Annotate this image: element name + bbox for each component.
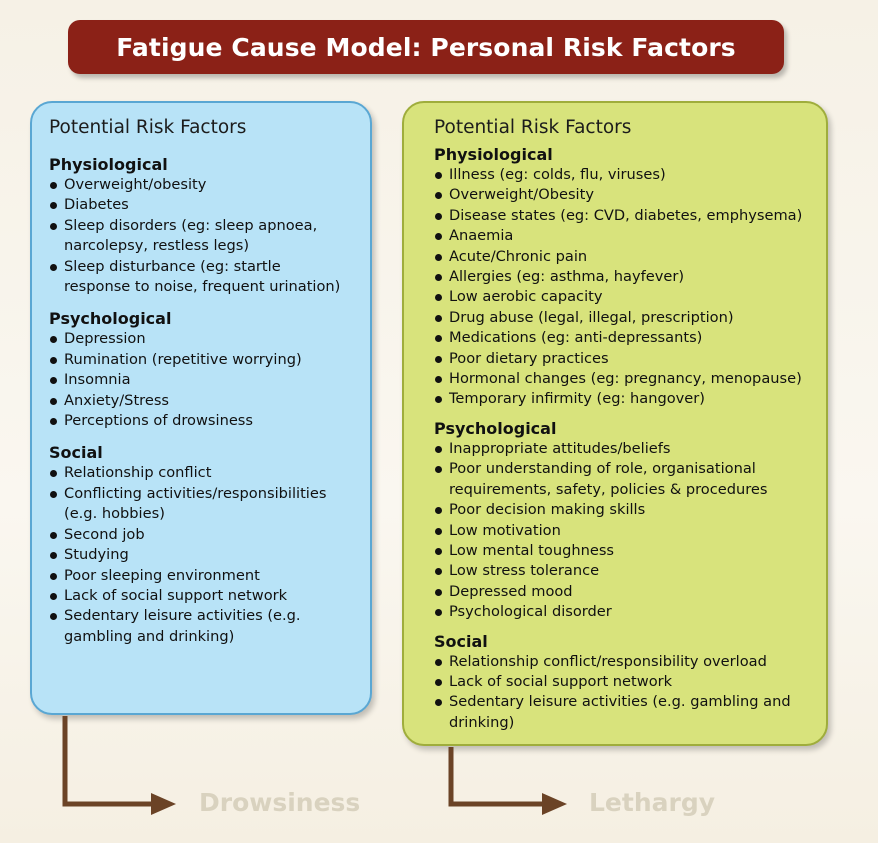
list-item: Sleep disorders (eg: sleep apnoea,narcol… [49, 216, 370, 257]
list-item: Depression [49, 329, 370, 349]
list-item: Low mental toughness [434, 541, 826, 561]
right-social-list: Relationship conflict/responsibility ove… [434, 652, 826, 734]
left-section-heading-social: Social [49, 443, 103, 463]
left-panel-heading: Potential Risk Factors [49, 117, 247, 138]
left-psychological-list: Depression Rumination (repetitive worryi… [49, 329, 370, 431]
list-item: Sedentary leisure activities (e.g.gambli… [49, 606, 370, 647]
right-physiological-list: Illness (eg: colds, flu, viruses) Overwe… [434, 165, 826, 410]
list-item: Low stress tolerance [434, 561, 826, 581]
title-banner: Fatigue Cause Model: Personal Risk Facto… [68, 20, 784, 74]
list-item: Poor understanding of role, organisation… [434, 459, 826, 500]
list-item: Overweight/Obesity [434, 185, 826, 205]
list-item: Conflicting activities/responsibilities(… [49, 484, 370, 525]
list-item: Diabetes [49, 195, 370, 215]
list-item: Studying [49, 545, 370, 565]
list-item: Perceptions of drowsiness [49, 411, 370, 431]
list-item: Drug abuse (legal, illegal, prescription… [434, 308, 826, 328]
list-item: Low aerobic capacity [434, 287, 826, 307]
left-arrowhead-icon [151, 793, 176, 815]
left-section-heading-physiological: Physiological [49, 155, 168, 174]
list-item: Second job [49, 525, 370, 545]
outcome-drowsiness: Drowsiness [199, 788, 361, 817]
list-item: Illness (eg: colds, flu, viruses) [434, 165, 826, 185]
right-section-heading-psychological: Psychological [434, 418, 557, 438]
left-physiological-list: Overweight/obesity Diabetes Sleep disord… [49, 175, 370, 297]
right-section-heading-physiological: Physiological [434, 145, 553, 164]
list-item: Hormonal changes (eg: pregnancy, menopau… [434, 369, 826, 389]
list-item: Disease states (eg: CVD, diabetes, emphy… [434, 206, 826, 226]
left-social-list: Relationship conflict Conflicting activi… [49, 463, 370, 647]
right-psychological-list: Inappropriate attitudes/beliefs Poor und… [434, 439, 826, 623]
list-item: Relationship conflict [49, 463, 370, 483]
list-item: Anxiety/Stress [49, 391, 370, 411]
list-item: Inappropriate attitudes/beliefs [434, 439, 826, 459]
list-item: Overweight/obesity [49, 175, 370, 195]
right-arrowhead-icon [542, 793, 567, 815]
list-item: Anaemia [434, 226, 826, 246]
list-item: Temporary infirmity (eg: hangover) [434, 389, 826, 409]
list-item: Lack of social support network [49, 586, 370, 606]
list-item: Relationship conflict/responsibility ove… [434, 652, 826, 672]
list-item: Medications (eg: anti-depressants) [434, 328, 826, 348]
right-connector-line [448, 747, 548, 807]
left-connector-line [62, 716, 157, 807]
list-item: Rumination (repetitive worrying) [49, 350, 370, 370]
list-item: Poor decision making skills [434, 500, 826, 520]
list-item: Poor sleeping environment [49, 566, 370, 586]
right-section-heading-social: Social [434, 631, 488, 651]
list-item: Sedentary leisure activities (e.g. gambl… [434, 692, 826, 733]
list-item: Poor dietary practices [434, 349, 826, 369]
list-item: Allergies (eg: asthma, hayfever) [434, 267, 826, 287]
list-item: Depressed mood [434, 582, 826, 602]
left-risk-panel: Potential Risk Factors Physiological Ove… [30, 101, 372, 715]
page-title: Fatigue Cause Model: Personal Risk Facto… [116, 32, 736, 62]
list-item: Insomnia [49, 370, 370, 390]
right-panel-heading: Potential Risk Factors [434, 117, 632, 138]
outcome-lethargy: Lethargy [589, 788, 716, 817]
list-item: Psychological disorder [434, 602, 826, 622]
left-section-heading-psychological: Psychological [49, 309, 172, 329]
right-risk-panel: Potential Risk Factors Physiological Ill… [402, 101, 828, 746]
list-item: Low motivation [434, 521, 826, 541]
list-item: Lack of social support network [434, 672, 826, 692]
list-item: Acute/Chronic pain [434, 247, 826, 267]
